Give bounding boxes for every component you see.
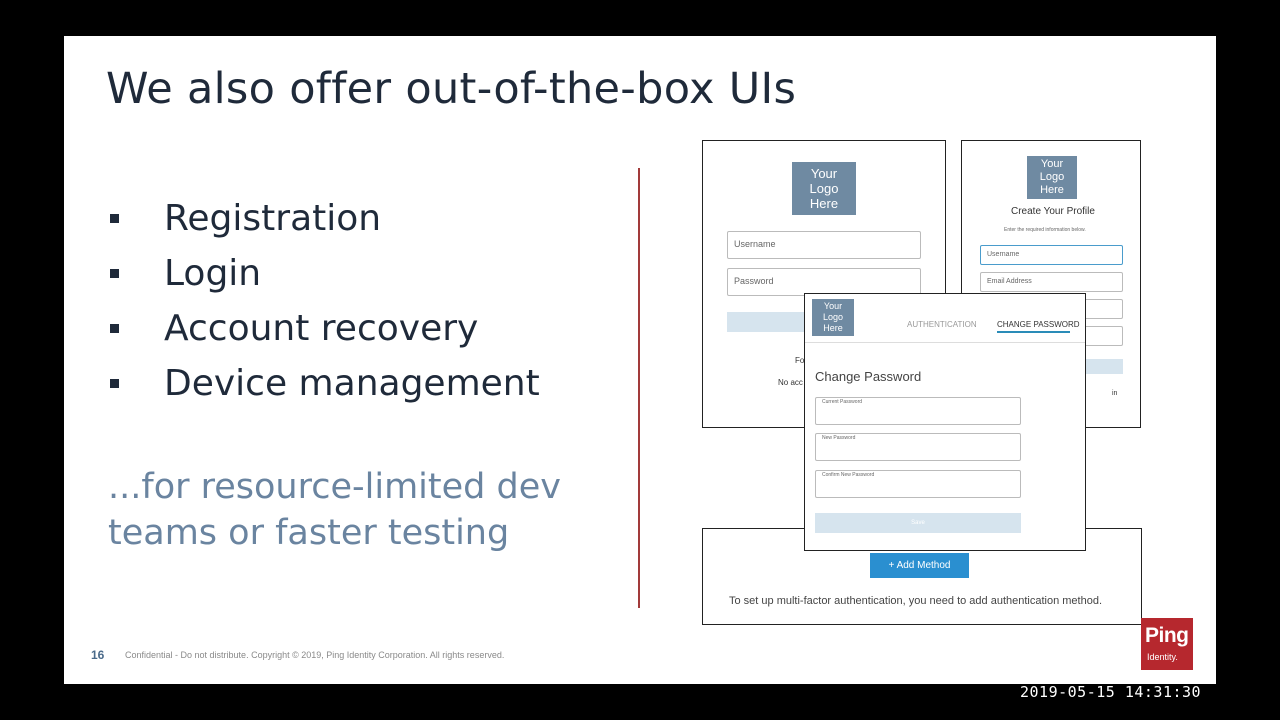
new-password-input[interactable]: New Password [815,433,1021,461]
forgot-password-link[interactable]: Fo [795,356,805,365]
current-password-input[interactable]: Current Password [815,397,1021,425]
bullet-square-icon [110,269,119,278]
save-password-button[interactable]: Save [815,513,1021,533]
slide: We also offer out-of-the-box UIs Registr… [64,36,1216,684]
tab-authentication[interactable]: AUTHENTICATION [907,320,977,329]
ping-identity-logo: Ping Identity. [1141,618,1193,670]
username-input[interactable]: Username [727,231,921,259]
header-divider [805,342,1085,343]
password-input[interactable]: Password [727,268,921,296]
no-account-text: No acc [778,378,803,387]
video-timestamp: 2019-05-15 14:31:30 [1020,683,1202,701]
profile-bottom-link: in [1112,390,1118,397]
change-password-title: Change Password [815,369,922,384]
profile-subtitle: Enter the required information below. [1004,227,1086,233]
divider-line [638,168,640,608]
mfa-message: To set up multi-factor authentication, y… [729,595,1103,607]
page-number: 16 [91,648,105,662]
bullet-square-icon [110,214,119,223]
slide-title: We also offer out-of-the-box UIs [106,64,797,114]
confirm-password-input[interactable]: Confirm New Password [815,470,1021,498]
feature-item: Device management [110,359,540,414]
footer-copyright: Confidential - Do not distribute. Copyri… [125,650,505,660]
feature-item: Registration [110,194,540,249]
active-tab-underline [997,331,1070,333]
profile-title: Create Your Profile [1011,206,1095,217]
tab-change-password[interactable]: CHANGE PASSWORD [997,320,1080,329]
feature-list: Registration Login Account recovery Devi… [110,194,540,414]
email-input[interactable]: Email Address [980,272,1123,292]
tagline: ...for resource-limited dev teams or fas… [108,467,561,553]
add-method-button[interactable]: + Add Method [870,553,969,578]
feature-item: Login [110,249,540,304]
feature-item: Account recovery [110,304,540,359]
bullet-square-icon [110,379,119,388]
bullet-square-icon [110,324,119,333]
profile-username-input[interactable]: Username [980,245,1123,265]
